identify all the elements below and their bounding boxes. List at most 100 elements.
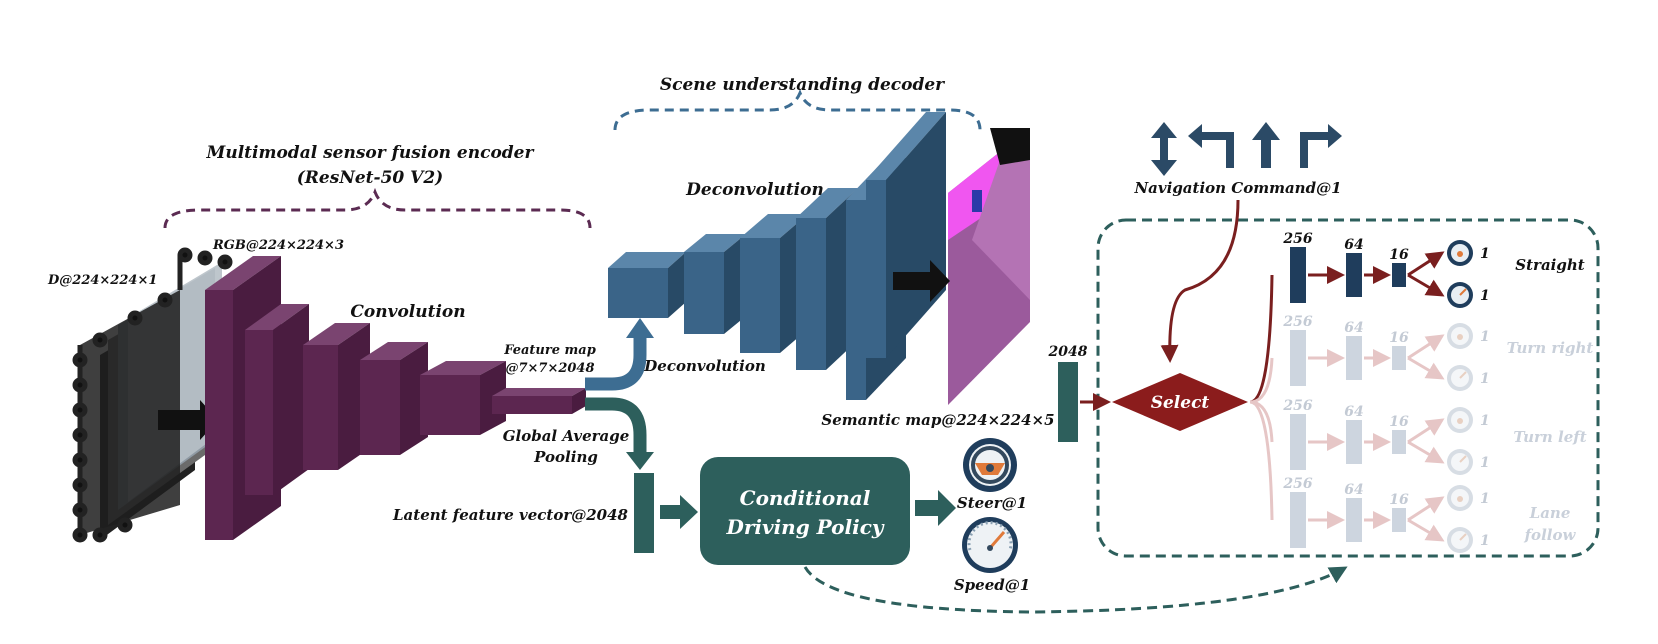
branch-dim-label: 64 [1344, 320, 1363, 336]
branch-input-dim: 2048 [1048, 344, 1088, 360]
branch-layer-bar [1392, 263, 1406, 287]
select-to-branch-arrow [1249, 400, 1274, 443]
speedometer-icon [1447, 282, 1473, 308]
policy-to-branches-link [803, 566, 1348, 614]
driving-policy-box [700, 457, 910, 565]
navigation-to-select-arrow [1160, 199, 1240, 363]
feature-map-label-1: Feature map [503, 343, 596, 358]
policy-output-arrow [915, 490, 956, 526]
decoder-block-1 [608, 252, 686, 318]
branch-label-line2: follow [1524, 526, 1577, 544]
branch-dim-label: 16 [1389, 492, 1409, 508]
sensor-input-stack [72, 247, 233, 543]
navigation-icons [1151, 122, 1342, 176]
branch-layer-bar [1392, 508, 1406, 532]
decoder-block-2 [684, 234, 746, 334]
feature-to-decoder-arrow [585, 335, 647, 391]
steer-output-value: 1 [1480, 413, 1490, 429]
semantic-map-image [948, 128, 1030, 405]
encoder-block-6 [492, 388, 586, 414]
branch-container [1096, 218, 1600, 558]
straight-arrow-icon [1252, 122, 1280, 168]
pooling-label-1: Global Average [503, 427, 630, 445]
convolution-label: Convolution [350, 302, 465, 322]
speedometer-icon [1447, 449, 1473, 475]
branch-label: Lane [1529, 504, 1571, 522]
branch-dim-label: 16 [1389, 414, 1409, 430]
branch-layer-bar [1346, 420, 1362, 464]
steering-wheel-icon [1447, 323, 1473, 349]
latent-vector-label: Latent feature vector@2048 [392, 506, 629, 524]
branch-speed-arrow [1407, 356, 1445, 380]
steering-wheel-icon [1447, 407, 1473, 433]
decoder-title: Scene understanding decoder [660, 75, 945, 95]
branch-layer-bar [1290, 247, 1306, 303]
encoder-block-4 [360, 342, 428, 455]
branch-layer-bar [1290, 414, 1306, 470]
speed-label: Speed@1 [954, 576, 1030, 594]
steer-output-value: 1 [1480, 491, 1490, 507]
decoder-deconv-blocks [608, 112, 946, 400]
speedometer-icon [1447, 527, 1473, 553]
driving-policy-label-2: Driving Policy [725, 515, 884, 539]
decoder-brace [613, 89, 982, 131]
branch-dim-label: 256 [1282, 231, 1312, 247]
latent-to-policy-arrow [660, 495, 698, 529]
select-to-branch-arrow [1249, 357, 1274, 404]
decoder-block-6 [866, 112, 946, 358]
feature-map-label-2: @7×7×2048 [505, 361, 594, 376]
branch-dim-label: 64 [1344, 482, 1363, 498]
decoder-side-label: Deconvolution [643, 357, 765, 375]
driving-policy-label-1: Conditional [740, 486, 871, 510]
branch-layer-bar [1290, 330, 1306, 386]
navigation-label: Navigation Command@1 [1133, 179, 1341, 197]
branch-dim-label: 16 [1389, 330, 1409, 346]
speedometer-icon [1447, 365, 1473, 391]
branch-input-bar [1058, 362, 1078, 442]
branch-dim-label: 64 [1344, 404, 1363, 420]
semantic-map-label: Semantic map@224×224×5 [821, 411, 1054, 429]
branch-layer-bar [1392, 430, 1406, 454]
speed-output-value: 1 [1480, 533, 1490, 549]
select-node [1112, 373, 1248, 431]
encoder-conv-blocks [205, 256, 586, 540]
branch-layer-bar [1290, 492, 1306, 548]
encoder-block-3 [303, 323, 370, 470]
branch-dim-label: 256 [1282, 314, 1312, 330]
branch-steer-arrow [1407, 418, 1445, 444]
steering-wheel-icon [1447, 485, 1473, 511]
up-down-arrow-icon [1151, 122, 1177, 176]
rgb-input-label: RGB@224×224×3 [212, 238, 344, 253]
branch-dim-label: 16 [1389, 247, 1409, 263]
speed-output-value: 1 [1480, 288, 1490, 304]
turn-right-arrow-icon [1300, 124, 1342, 168]
decoder-block-label: Deconvolution [685, 180, 824, 200]
speedometer-icon [962, 517, 1018, 573]
branch-layer-bar [1392, 346, 1406, 370]
depth-input-label: D@224×224×1 [47, 273, 157, 288]
encoder-block-5 [420, 361, 506, 435]
encoder-block-2 [245, 304, 309, 495]
speed-output-value: 1 [1480, 371, 1490, 387]
branch-dim-label: 256 [1282, 476, 1312, 492]
branch-steer-arrow [1407, 496, 1445, 522]
branch-speed-arrow [1407, 440, 1445, 464]
encoder-brace [163, 187, 592, 229]
branch-steer-arrow [1407, 251, 1445, 277]
steering-wheel-icon [963, 438, 1017, 492]
branch-label: Turn right [1507, 339, 1594, 357]
branch-dim-label: 64 [1344, 237, 1363, 253]
steer-output-value: 1 [1480, 329, 1490, 345]
steer-output-value: 1 [1480, 246, 1490, 262]
pooling-label-2: Pooling [533, 448, 598, 466]
branch-dim-label: 256 [1282, 398, 1312, 414]
select-label: Select [1151, 393, 1210, 413]
branch-steer-arrow [1407, 334, 1445, 360]
select-to-branch-arrow [1249, 400, 1274, 521]
